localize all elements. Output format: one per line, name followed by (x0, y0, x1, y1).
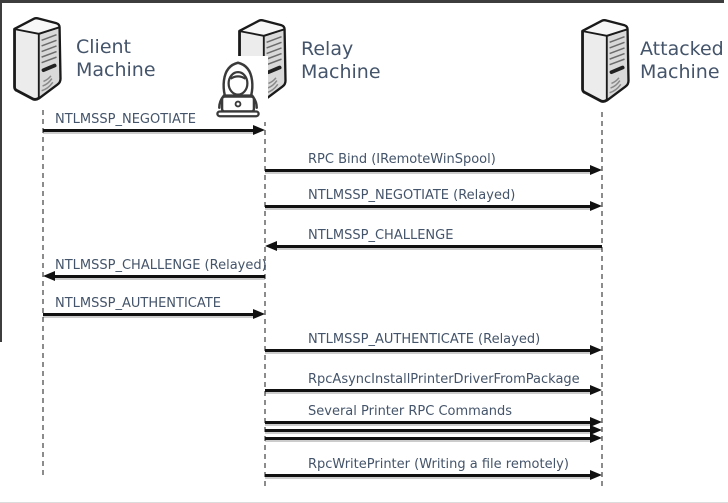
hacker-icon (208, 56, 268, 122)
message-label: NTLMSSP_CHALLENGE (308, 228, 454, 243)
message-challenge-relayed: NTLMSSP_CHALLENGE (Relayed) (43, 258, 267, 303)
arrow-right (265, 165, 602, 175)
left-border (0, 0, 2, 342)
message-authenticate: NTLMSSP_AUTHENTICATE (43, 296, 265, 341)
message-label: NTLMSSP_NEGOTIATE (Relayed) (308, 188, 516, 203)
message-label: RpcAsyncInstallPrinterDriverFromPackage (308, 372, 580, 387)
message-label: RPC Bind (IRemoteWinSpool) (308, 152, 496, 167)
arrow-right (265, 385, 602, 395)
arrow-right (265, 433, 602, 443)
message-label: Several Printer RPC Commands (308, 404, 513, 419)
message-label: NTLMSSP_AUTHENTICATE (Relayed) (308, 332, 541, 347)
attacked-machine-title: Attacked Machine (640, 38, 724, 83)
lifeline-attacked (601, 112, 603, 489)
message-label: NTLMSSP_NEGOTIATE (55, 112, 197, 127)
arrow-right (265, 470, 602, 480)
message-authenticate-relayed: NTLMSSP_AUTHENTICATE (Relayed) (265, 332, 602, 377)
arrow-right (265, 345, 602, 355)
lifeline-relay (264, 112, 266, 489)
arrow-right (43, 125, 265, 135)
top-border (0, 0, 724, 3)
message-label: RpcWritePrinter (Writing a file remotely… (308, 457, 569, 472)
attacked-machine: Attacked Machine (572, 16, 724, 106)
message-negotiate-relayed: NTLMSSP_NEGOTIATE (Relayed) (265, 188, 602, 233)
message-label: NTLMSSP_CHALLENGE (Relayed) (55, 258, 267, 273)
arrow-right (265, 201, 602, 211)
lifeline-client (42, 110, 44, 478)
client-machine: Client Machine (8, 14, 156, 104)
arrow-left (43, 271, 265, 281)
arrow-right (265, 417, 602, 427)
relay-machine-title: Relay Machine (301, 38, 381, 83)
arrow-right (43, 309, 265, 319)
arrow-left (265, 241, 602, 251)
message-install-printer-driver: RpcAsyncInstallPrinterDriverFromPackage (265, 372, 602, 417)
message-ntlmssp-negotiate: NTLMSSP_NEGOTIATE (43, 112, 265, 157)
arrow-right (265, 425, 602, 435)
client-machine-title: Client Machine (76, 36, 156, 81)
message-rpc-bind: RPC Bind (IRemoteWinSpool) (265, 152, 602, 197)
message-label: NTLMSSP_AUTHENTICATE (55, 296, 221, 311)
server-icon (8, 14, 64, 104)
message-printer-rpc-commands: Several Printer RPC Commands (265, 404, 602, 449)
message-challenge: NTLMSSP_CHALLENGE (265, 228, 602, 273)
relay-machine: Relay Machine (233, 16, 381, 106)
server-icon (576, 16, 632, 106)
message-rpc-write-printer: RpcWritePrinter (Writing a file remotely… (265, 457, 602, 502)
